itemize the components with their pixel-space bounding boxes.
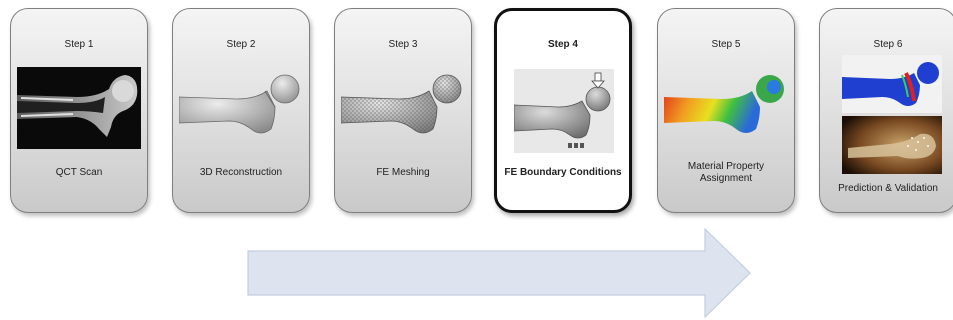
- femur-boundary-conditions-image: [514, 69, 614, 153]
- step-4-card: Step 4 FE Boundary Conditions: [494, 8, 632, 213]
- step-3-card: Step 3 FE Meshing: [334, 8, 472, 213]
- step-1-label: QCT Scan: [15, 167, 143, 179]
- step-5-label: Material Property Assignment: [662, 161, 790, 185]
- step-2-title: Step 2: [173, 39, 309, 50]
- step-4-label: FE Boundary Conditions: [501, 167, 625, 179]
- step-6-label: Prediction & Validation: [820, 183, 953, 195]
- femur-material-map-image: [664, 67, 788, 149]
- step-2-label: 3D Reconstruction: [177, 167, 305, 179]
- step-1-title: Step 1: [11, 39, 147, 50]
- femur-mesh-image: [341, 67, 465, 149]
- step-5-title: Step 5: [658, 39, 794, 50]
- step-5-card: Step 5 Material Property Assignment: [657, 8, 795, 213]
- step-6-card: Step 6 Prediction & Validation: [819, 8, 953, 213]
- process-arrow-icon: [247, 228, 753, 318]
- fracture-photo-image: [842, 116, 942, 174]
- step-4-title: Step 4: [497, 39, 629, 50]
- step-3-title: Step 3: [335, 39, 471, 50]
- step-2-card: Step 2 3D Reconstruction: [172, 8, 310, 213]
- step-1-card: Step 1 QCT Scan: [10, 8, 148, 213]
- femur-prediction-image: [842, 55, 942, 113]
- step-6-title: Step 6: [820, 39, 953, 50]
- qct-scan-image: [17, 67, 141, 149]
- femur-3d-model-image: [179, 67, 303, 149]
- step-3-label: FE Meshing: [339, 167, 467, 179]
